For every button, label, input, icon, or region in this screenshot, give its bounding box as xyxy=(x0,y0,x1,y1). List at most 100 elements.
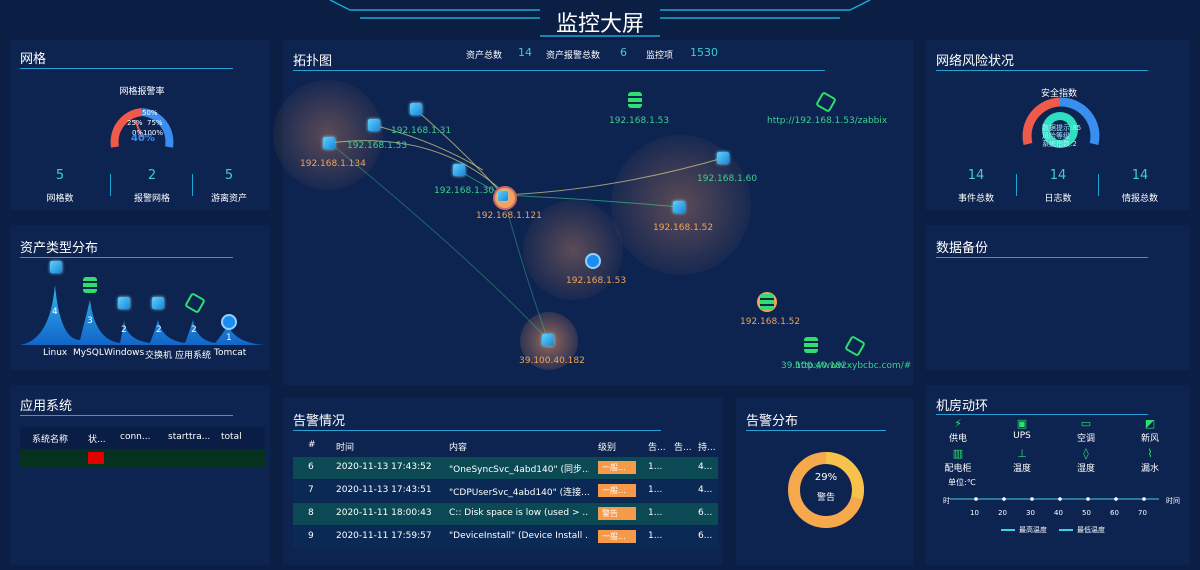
topo-label: 39.100.40.182 xyxy=(519,356,585,366)
table-row[interactable] xyxy=(20,449,265,467)
room-item-label: 空调 xyxy=(1076,434,1095,444)
room-legend: 最高温度 最低温度 xyxy=(1001,525,1181,539)
topo-label: 192.168.1.53 xyxy=(347,141,408,151)
topo-node-30-icon[interactable] xyxy=(453,164,465,176)
topo-label: http://www.xybcbc.com/# xyxy=(795,361,912,371)
grid-gauge-tick-50: 50% xyxy=(142,109,158,117)
power-icon: ⚡ xyxy=(954,417,962,430)
topo-node-52-db-inner-icon xyxy=(760,294,774,310)
risk-stat-intel: 14 情报总数 xyxy=(1100,168,1180,204)
apps-col-name[interactable]: 系统名称 xyxy=(32,435,69,445)
ups-icon: ▣ xyxy=(1016,417,1028,430)
room-tick-label: 50 xyxy=(1082,509,1091,517)
alarm-col-c[interactable]: 持... xyxy=(698,443,716,453)
alarm-cell-c: 4... xyxy=(698,462,713,472)
room-item[interactable]: ◊湿度 xyxy=(1064,447,1108,474)
asset-label-tomcat: Tomcat xyxy=(214,348,247,358)
grid-stat-value: 5 xyxy=(55,168,65,183)
apps-col-total[interactable]: total xyxy=(221,432,242,442)
topology-title: 拓扑图 xyxy=(293,54,333,69)
linux-cube-icon xyxy=(50,261,62,273)
risk-gauge-label: 安全指数 xyxy=(1040,89,1077,99)
alarm-cell-id: 6 xyxy=(308,462,314,472)
summary-monitor-label: 监控项 xyxy=(646,51,674,61)
topology-links xyxy=(329,109,724,341)
asset-count-switch: 2 xyxy=(156,325,162,335)
topo-node-31-icon[interactable] xyxy=(410,103,422,115)
topo-node-53-cube-icon[interactable] xyxy=(368,119,380,131)
alarm-cell-content: "DeviceInstall" (Device Install ... xyxy=(449,531,589,541)
asset-count-windows: 2 xyxy=(121,325,127,335)
air-conditioner-icon: ▭ xyxy=(1080,417,1092,430)
alarm-col-id[interactable]: # xyxy=(308,440,316,450)
apps-col-starttra[interactable]: starttra... xyxy=(168,432,211,442)
risk-gauge-line: 系统指数:2 xyxy=(1042,140,1077,148)
topo-node-53-db-icon[interactable] xyxy=(628,92,642,108)
switch-cube-icon xyxy=(152,297,164,309)
risk-title: 网络风险状况 xyxy=(936,54,1015,69)
room-item[interactable]: ▭ 空调 xyxy=(1064,417,1108,444)
topo-node-134-icon[interactable] xyxy=(323,137,335,149)
mysql-database-icon xyxy=(83,277,97,293)
grid-gauge-tick-0: 0% xyxy=(132,129,144,137)
apps-col-conn[interactable]: conn... xyxy=(120,432,151,442)
topo-node-39-db-icon[interactable] xyxy=(804,337,818,353)
alarm-col-time[interactable]: 时间 xyxy=(336,443,355,453)
summary-monitor-value: 1530 xyxy=(690,46,718,59)
alarm-cell-c: 6... xyxy=(698,508,713,518)
alarm-level-badge: 一般... xyxy=(598,461,636,474)
fresh-air-icon: ◩ xyxy=(1144,417,1156,430)
topo-node-53-gear-icon[interactable] xyxy=(585,253,601,269)
topo-node-39-icon[interactable] xyxy=(542,334,554,346)
risk-stat-label: 情报总数 xyxy=(1121,194,1158,204)
asset-label-switch: 交换机 xyxy=(145,351,173,361)
asset-label-app: 应用系统 xyxy=(175,351,212,361)
grid-gauge xyxy=(110,108,174,148)
room-axis-dot xyxy=(1030,497,1034,501)
topo-node-52-cube-icon[interactable] xyxy=(673,201,685,213)
risk-panel: 网络风险状况 安全指数 数据提示:85 风险等级 系统指数:2 14 事件总数 … xyxy=(926,40,1190,210)
alarm-col-content[interactable]: 内容 xyxy=(449,443,468,453)
alarm-col-level[interactable]: 级别 xyxy=(598,443,617,453)
alarm-level-badge: 一般... xyxy=(598,484,636,497)
alarm-level-badge: 一般... xyxy=(598,530,636,543)
risk-gauge-line: 风险等级 xyxy=(1042,132,1070,140)
room-tick-label: 40 xyxy=(1054,509,1063,517)
grid-panel: 网格 网格报警率 50% 25% 75% 0% 100% 40% 5 网格数 2… xyxy=(10,40,270,210)
room-item[interactable]: ▣UPS xyxy=(1000,417,1044,441)
topo-node-60-icon[interactable] xyxy=(717,152,729,164)
room-item[interactable]: ⌇漏水 xyxy=(1128,447,1172,474)
room-axis-dot xyxy=(1002,497,1006,501)
room-item[interactable]: ⚡供电 xyxy=(936,417,980,444)
alarm-cell-a: 1... xyxy=(648,485,663,495)
cabinet-icon: ▥ xyxy=(952,447,964,460)
table-row[interactable]: 6 2020-11-13 17:43:52 "OneSyncSvc_4abd140"… xyxy=(293,457,718,479)
alarm-cell-c: 6... xyxy=(698,531,713,541)
apps-col-status[interactable]: 状... xyxy=(88,435,106,445)
room-item[interactable]: ⊥温度 xyxy=(1000,447,1044,474)
tomcat-icon xyxy=(221,314,237,330)
topo-label: 192.168.1.134 xyxy=(300,159,366,169)
alarm-dist-donut xyxy=(788,452,864,528)
room-tick-label: 70 xyxy=(1138,509,1147,517)
alarm-col-a[interactable]: 告... xyxy=(648,443,666,453)
alarm-cell-content: "OneSyncSvc_4abd140" (同步... xyxy=(449,465,589,475)
asset-types-title: 资产类型分布 xyxy=(20,241,99,256)
room-axis-start: 时 xyxy=(943,497,950,505)
alarm-col-b[interactable]: 告... xyxy=(674,443,692,453)
apps-panel: 应用系统 系统名称 状... conn... starttra... total xyxy=(10,385,270,565)
room-axis-dot xyxy=(1086,497,1090,501)
topo-label: 192.168.1.53 xyxy=(566,276,627,286)
alarm-cell-id: 7 xyxy=(308,485,314,495)
alarm-cell-time: 2020-11-13 17:43:52 xyxy=(336,462,432,472)
windows-cube-icon xyxy=(118,297,130,309)
asset-count-linux: 4 xyxy=(52,307,58,317)
room-item[interactable]: ◩新风 xyxy=(1128,417,1172,444)
room-unit: 单位:℃ xyxy=(948,478,976,487)
room-item[interactable]: ▥配电柜 xyxy=(936,447,980,474)
humidity-icon: ◊ xyxy=(1083,447,1089,460)
